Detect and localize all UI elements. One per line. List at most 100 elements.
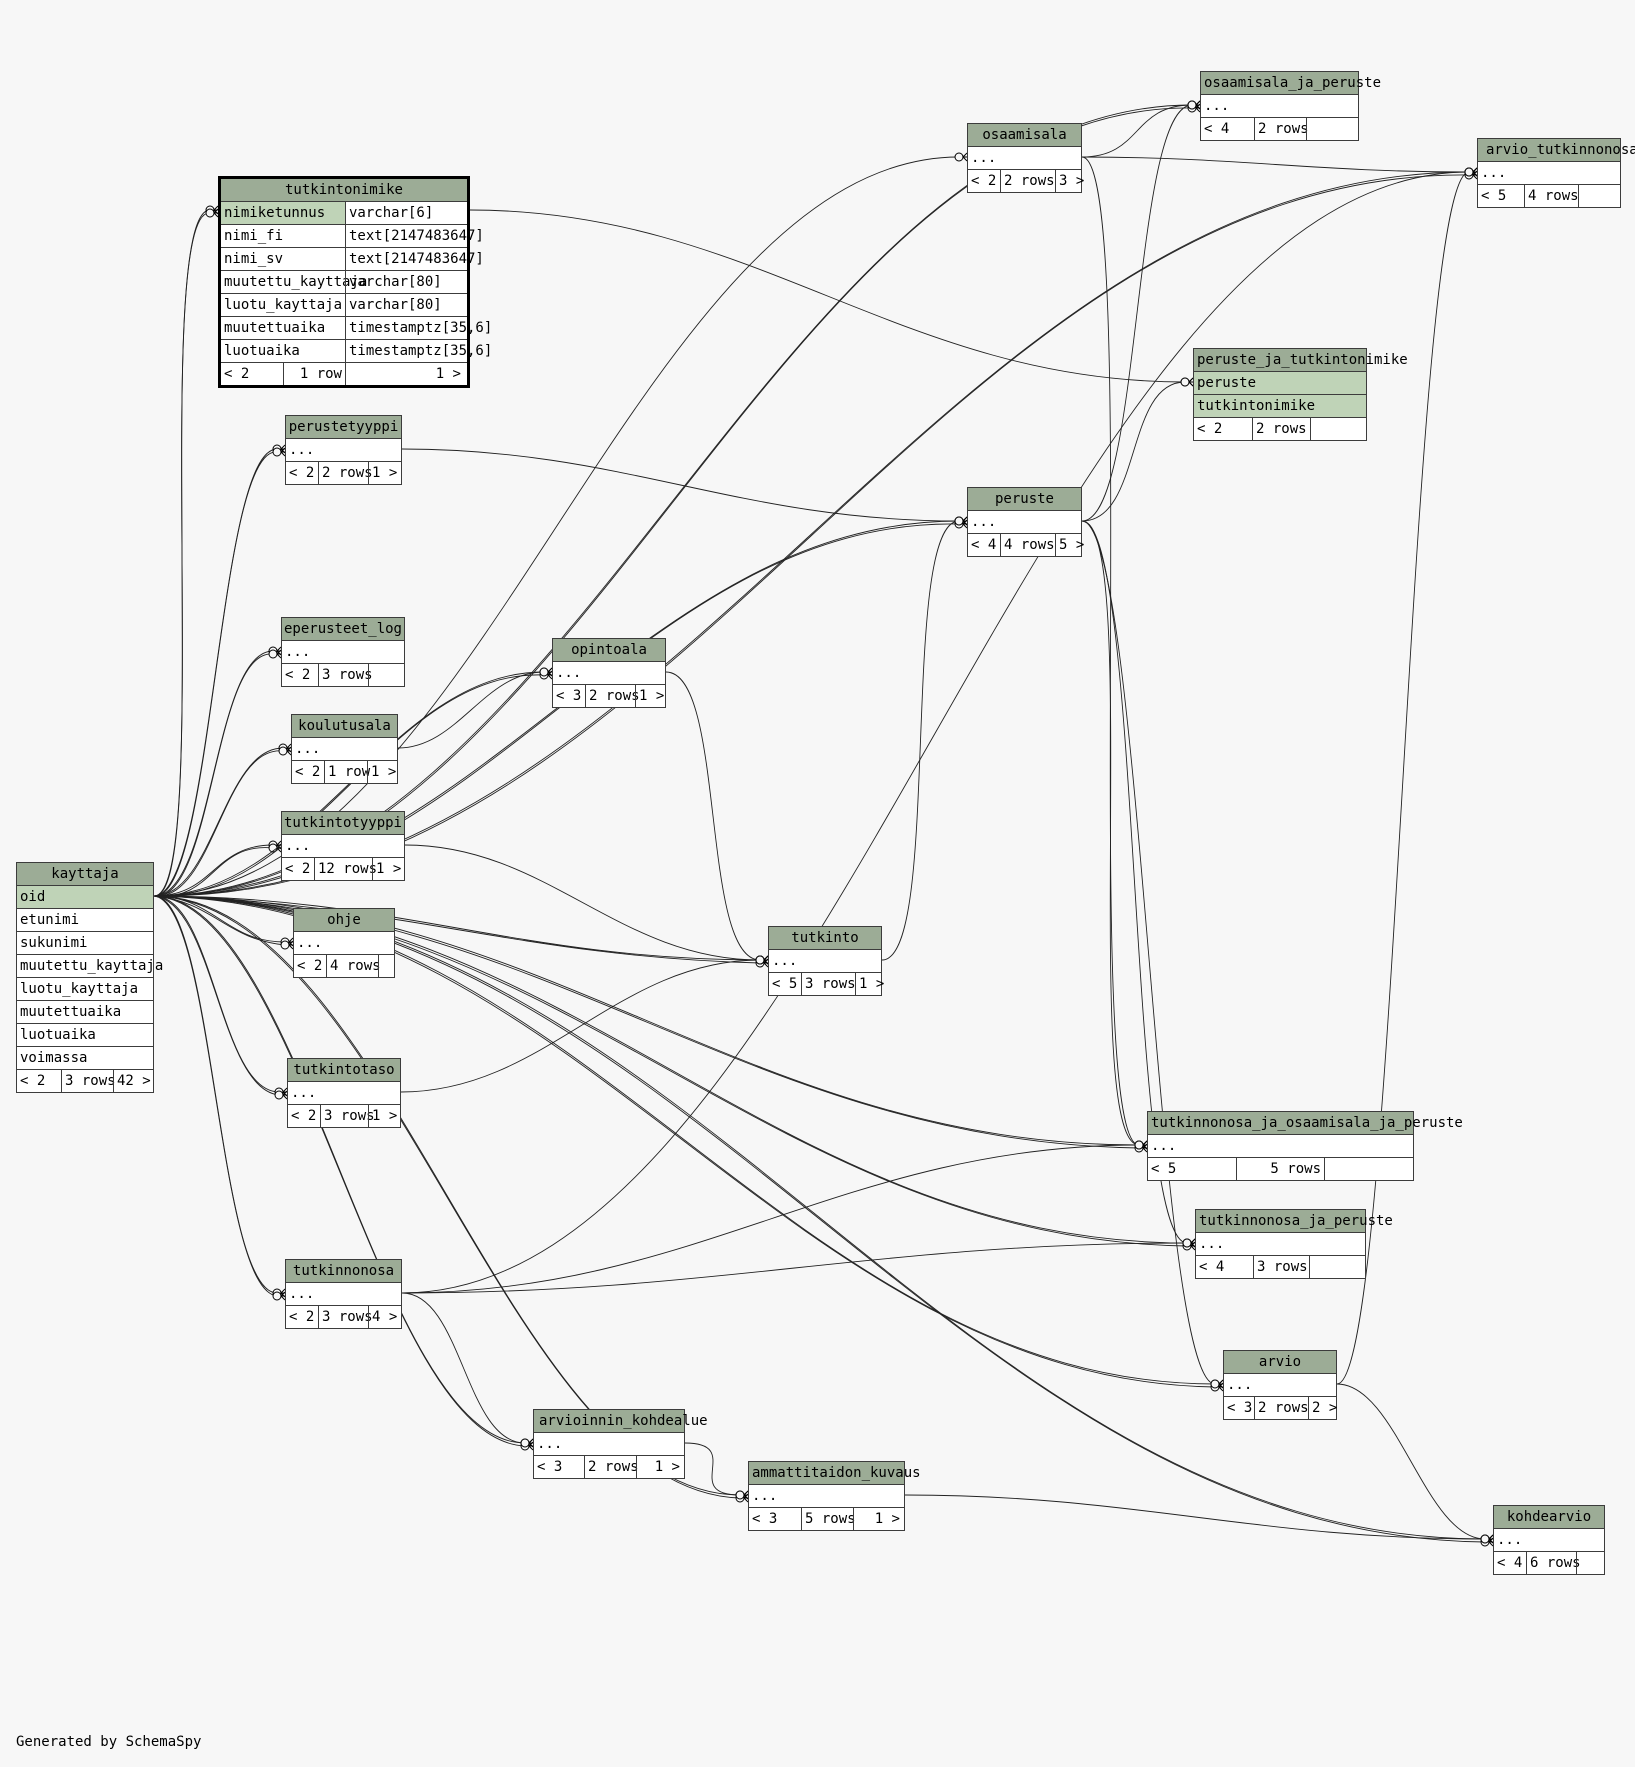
column-row: etunimi	[17, 909, 153, 932]
row-count: 3 rows	[320, 1105, 375, 1127]
row-count: 2 rows	[584, 1456, 639, 1478]
zero-many-marker	[954, 516, 964, 526]
zero-many-marker	[278, 743, 288, 753]
relationship-edge	[153, 650, 274, 897]
columns-collapsed: ...	[294, 932, 394, 955]
table-title: ohje	[294, 909, 394, 932]
table-title: kayttaja	[17, 863, 153, 886]
relationship-edge	[1081, 381, 1186, 522]
columns-collapsed: ...	[968, 511, 1081, 534]
relationship-edge	[400, 959, 761, 1093]
table-title: arvio_tutkinnonosa	[1478, 139, 1635, 162]
table-title: tutkinnonosa_ja_osaamisala_ja_peruste	[1148, 1112, 1463, 1135]
column-name: peruste	[1197, 375, 1257, 391]
table-peruste-ja-tutkintonimike[interactable]: peruste_ja_tutkintonimike peruste tutkin…	[1193, 348, 1408, 441]
collapsed-columns: ...	[285, 644, 311, 660]
zero-many-marker	[954, 516, 964, 526]
columns-collapsed: ...	[968, 147, 1081, 170]
child-count: 5 >	[1055, 534, 1084, 556]
column-row: luotu_kayttaja	[17, 978, 153, 1001]
collapsed-columns: ...	[1199, 1236, 1225, 1252]
parent-count: < 2	[20, 1073, 46, 1089]
relationship-edge	[1081, 104, 1193, 158]
column-name: tutkintonimike	[1197, 398, 1316, 414]
column-name: luotuaika	[224, 343, 300, 359]
zero-many-marker	[1480, 1534, 1490, 1544]
zero-many-marker	[1210, 1382, 1220, 1392]
parent-count: < 2	[285, 861, 311, 877]
relationship-edge	[153, 895, 741, 1496]
table-title: koulutusala	[292, 715, 397, 738]
relationship-edge	[153, 212, 211, 897]
relationship-edge	[881, 520, 960, 961]
child-count	[1309, 1256, 1365, 1278]
column-name: oid	[20, 889, 46, 905]
table-title: tutkinto	[769, 927, 881, 950]
collapsed-columns: ...	[295, 741, 321, 757]
column-type: timestamptz[35,6]	[345, 317, 492, 339]
table-kayttaja[interactable]: kayttaja oid etunimi sukunimi muutettu_k…	[16, 862, 163, 1093]
table-title: tutkinnonosa	[286, 1260, 401, 1283]
table-tutkinnonosa-ja-osaamisala-ja-peruste[interactable]: tutkinnonosa_ja_osaamisala_ja_peruste ..…	[1147, 1111, 1463, 1181]
table-title: perustetyyppi	[286, 416, 401, 439]
column-name: voimassa	[20, 1050, 88, 1066]
zero-many-marker	[272, 1288, 282, 1298]
column-name: nimiketunnus	[221, 202, 345, 224]
zero-many-marker	[539, 667, 549, 677]
relationship-edge	[401, 1144, 1140, 1294]
collapsed-columns: ...	[1497, 1532, 1523, 1548]
parent-count: < 2	[289, 1309, 315, 1325]
column-name: nimi_fi	[224, 228, 284, 244]
collapsed-columns: ...	[289, 442, 315, 458]
relationship-edge	[153, 451, 278, 897]
relationship-edge	[684, 1442, 741, 1496]
row-count: 3 rows	[61, 1070, 116, 1092]
zero-many-marker	[1464, 167, 1474, 177]
child-count	[1310, 418, 1366, 440]
relationship-edge	[153, 209, 211, 897]
zero-many-marker	[1187, 100, 1197, 110]
row-count: 4 rows	[326, 955, 381, 977]
child-count	[1576, 1552, 1604, 1574]
row-count: 3 rows	[318, 664, 373, 686]
collapsed-columns: ...	[1151, 1138, 1177, 1154]
zero-many-marker	[735, 1493, 745, 1503]
collapsed-columns: ...	[537, 1436, 563, 1452]
relationship-edge	[665, 671, 761, 961]
parent-count: < 2	[285, 667, 311, 683]
zero-many-marker	[268, 649, 278, 659]
zero-many-marker	[272, 447, 282, 457]
row-count: 3 rows	[801, 973, 856, 995]
columns-collapsed: ...	[749, 1485, 904, 1508]
